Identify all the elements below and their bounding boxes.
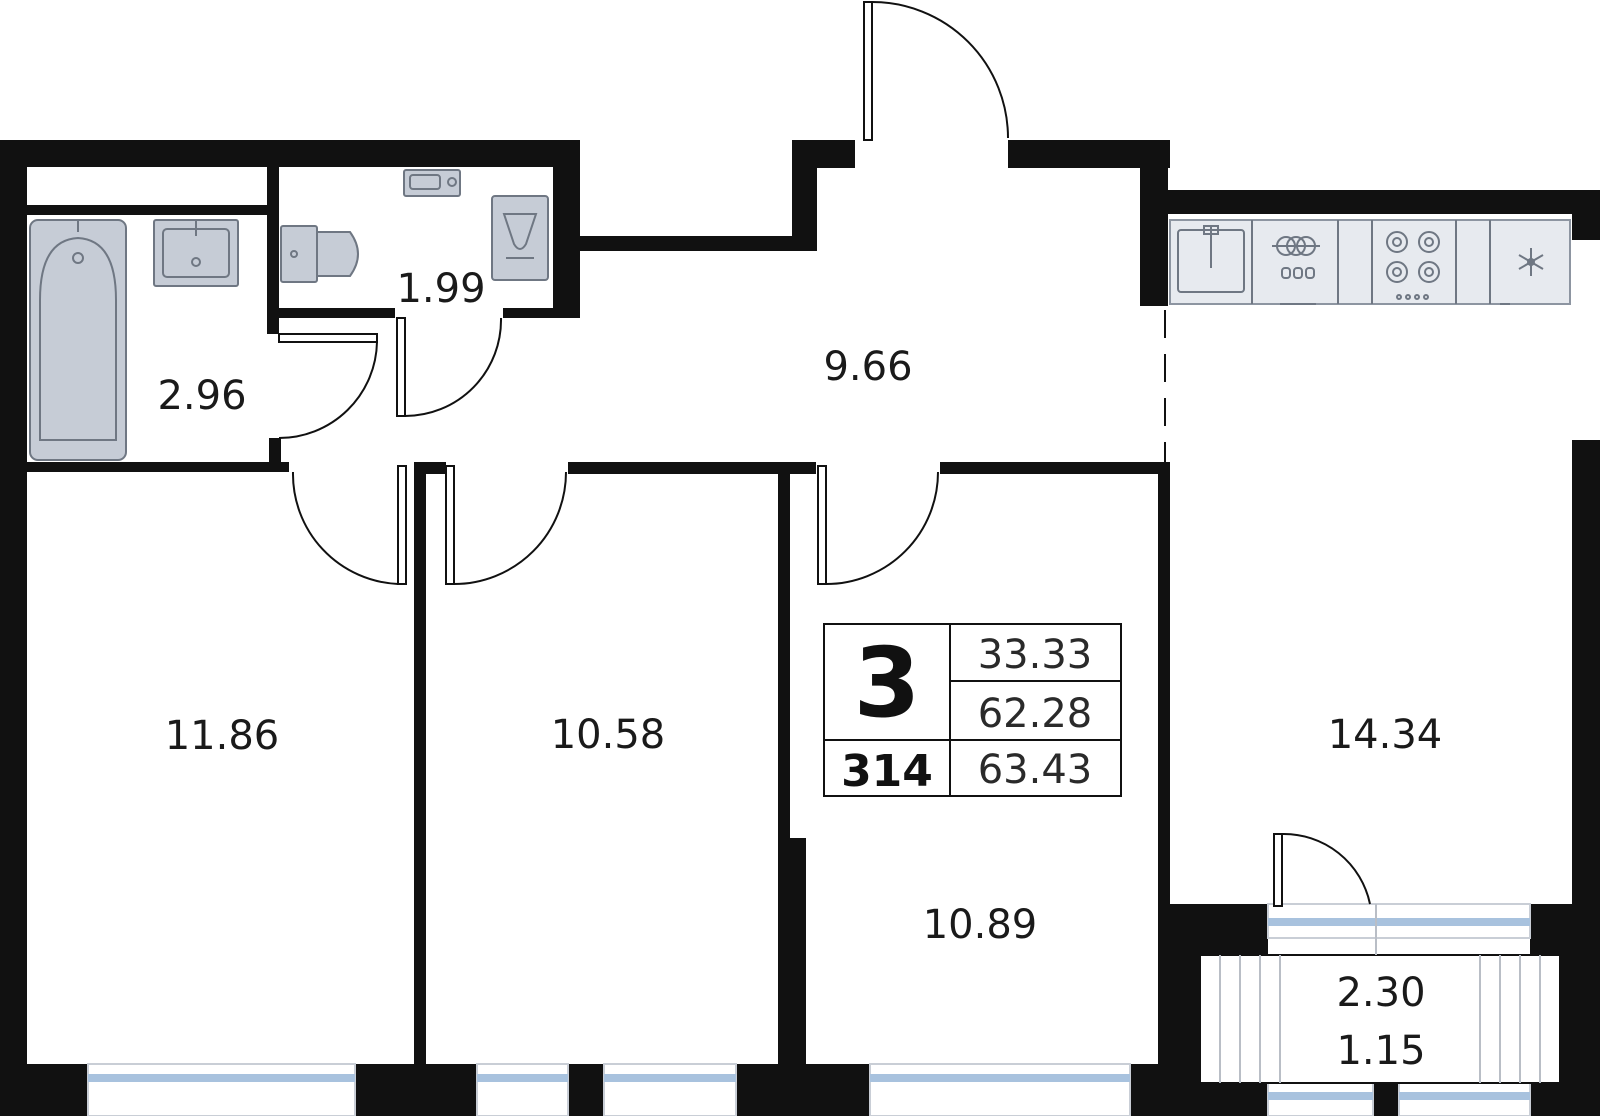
fridge-snowflake-icon [1500,248,1544,305]
balcony [1199,904,1561,1084]
bathroom-door [278,333,378,439]
window-bedroom-middle-a [476,1063,569,1116]
bathroom-area: 2.96 [157,373,246,419]
walls [0,140,1600,1116]
wc-sink-icon [403,169,461,197]
entrance-door [863,1,1009,141]
balcony-coefficient: 1.15 [1336,1028,1425,1074]
balcony-area: 2.30 [1336,970,1425,1016]
windows [87,903,1531,1116]
window-bedroom-left [87,1063,356,1116]
wc-door [396,317,503,417]
hallway-area: 9.66 [823,344,912,390]
bedroom-middle-door [445,465,567,585]
balcony-door [1273,832,1371,907]
total-area: 62.28 [978,691,1093,737]
doors [278,1,1371,907]
summary-box: 3 314 33.33 62.28 63.43 [823,623,1122,797]
apartment-number: 314 [841,746,933,797]
kitchen-counter [1169,219,1571,305]
bedroom-middle-area: 10.58 [551,712,666,758]
window-bedroom-middle-b [603,1063,737,1116]
rooms-count: 3 [854,627,921,739]
washing-machine-icon [491,195,549,281]
kitchen-area: 14.34 [1328,712,1443,758]
kitchen-sink-icon [1177,225,1245,293]
bedroom-left-door [291,465,407,585]
total-area-with-balcony: 63.43 [978,747,1093,793]
bathtub-icon [29,219,127,461]
room-labels: 2.96 1.99 9.66 14.34 11.86 10.58 10.89 2… [157,266,1442,1074]
dishwasher-icon [1272,236,1320,305]
bedroom-left-area: 11.86 [165,713,280,759]
window-bedroom-right [869,1063,1131,1116]
fixtures [29,169,549,461]
window-kitchen-balcony [1267,903,1531,939]
bedroom-right-area: 10.89 [923,902,1038,948]
sink-icon [153,219,239,287]
living-area: 33.33 [978,632,1093,678]
hob-icon [1386,231,1440,300]
toilet-icon [280,225,359,283]
bedroom-right-door [817,465,939,585]
wc-area: 1.99 [396,266,485,312]
